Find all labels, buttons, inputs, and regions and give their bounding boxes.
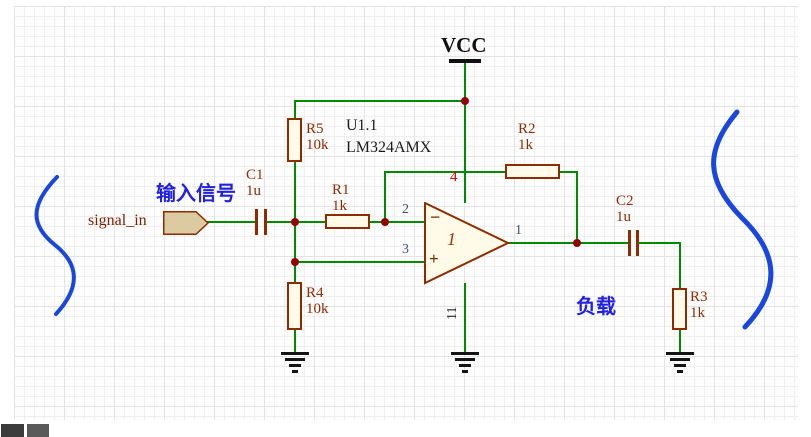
ground-bar	[292, 370, 298, 373]
junction-dot	[291, 218, 299, 226]
wire-r1-to-pin2	[370, 221, 425, 223]
vcc-power-bar	[449, 59, 481, 63]
ground-bar	[462, 370, 468, 373]
pin-number-4: 4	[450, 169, 458, 185]
opamp-gate-number: 1	[447, 229, 456, 249]
wire-port-to-c1	[206, 221, 255, 223]
taskbar-button-1[interactable]	[1, 424, 24, 437]
resistor-r5-body	[287, 118, 302, 162]
pin-number-11: 11	[445, 306, 460, 320]
capacitor-c1-plate	[255, 209, 258, 235]
r4-ref: R4	[306, 285, 324, 301]
pin-number-1: 1	[515, 223, 522, 238]
r2-ref: R2	[518, 121, 536, 137]
wire-c2-to-r3	[639, 242, 681, 244]
opamp-part-number: LM324AMX	[346, 139, 432, 156]
wire-r3-ground	[679, 330, 681, 352]
resistor-r4-body	[287, 282, 302, 330]
wire-r4-ground	[294, 330, 296, 352]
capacitor-c2-plate	[636, 230, 639, 256]
c1-ref: C1	[246, 167, 264, 183]
c2-value: 1u	[616, 209, 631, 225]
ground-bar	[666, 352, 694, 355]
resistor-r3-body	[672, 288, 687, 330]
r3-value: 1k	[690, 305, 705, 321]
output-sine-wave	[711, 109, 774, 330]
vcc-label: VCC	[441, 33, 487, 57]
junction-dot	[381, 218, 389, 226]
capacitor-c1-plate	[264, 209, 267, 235]
wire-feedback-right	[576, 172, 578, 243]
wire-output	[508, 242, 628, 244]
r3-ref: R3	[690, 289, 708, 305]
signal-in-port-label: signal_in	[88, 212, 147, 229]
junction-dot	[291, 258, 299, 266]
junction-dot	[573, 239, 581, 247]
wire-feedback-left	[384, 172, 386, 222]
junction-dot	[461, 97, 469, 105]
ground-bar	[670, 358, 690, 361]
ground-bar	[674, 364, 686, 367]
wire-r5-top	[294, 100, 296, 118]
r1-ref: R1	[332, 182, 350, 198]
capacitor-c2-plate	[628, 230, 631, 256]
ground-bar	[455, 358, 475, 361]
ground-bar	[285, 358, 305, 361]
pin-number-3: 3	[402, 242, 409, 257]
signal-in-port-shape	[163, 211, 210, 235]
wire-pin11-ground	[464, 283, 466, 352]
schematic-grid	[14, 6, 798, 420]
wire-top-rail	[294, 100, 466, 102]
opamp-designator: U1.1	[346, 117, 378, 134]
resistor-r1-body	[325, 214, 370, 229]
c1-value: 1u	[246, 183, 261, 199]
ground-bar	[677, 370, 683, 373]
wire-feedback-top	[384, 171, 578, 173]
opamp-inverting-sign: −	[430, 207, 441, 227]
wire-vcc-to-pin4	[464, 100, 466, 203]
ground-bar	[281, 352, 309, 355]
opamp-noninverting-sign: +	[429, 249, 439, 268]
ground-bar	[289, 364, 301, 367]
r5-value: 10k	[306, 137, 329, 153]
r5-ref: R5	[306, 121, 324, 137]
input-signal-label: 输入信号	[156, 183, 236, 205]
pin-number-2: 2	[402, 202, 409, 217]
r1-value: 1k	[332, 198, 347, 214]
load-label: 负载	[576, 296, 616, 318]
taskbar-button-2[interactable]	[27, 424, 49, 437]
c2-ref: C2	[616, 193, 634, 209]
ground-bar	[459, 364, 471, 367]
resistor-r2-body	[505, 164, 560, 179]
wire-r3-top	[679, 242, 681, 288]
r2-value: 1k	[518, 137, 533, 153]
wire-pin3	[294, 261, 425, 263]
ground-bar	[451, 352, 479, 355]
r4-value: 10k	[306, 301, 329, 317]
input-sine-wave	[34, 175, 76, 316]
opamp-triangle	[424, 202, 510, 285]
wire-vcc-stem	[464, 62, 466, 102]
